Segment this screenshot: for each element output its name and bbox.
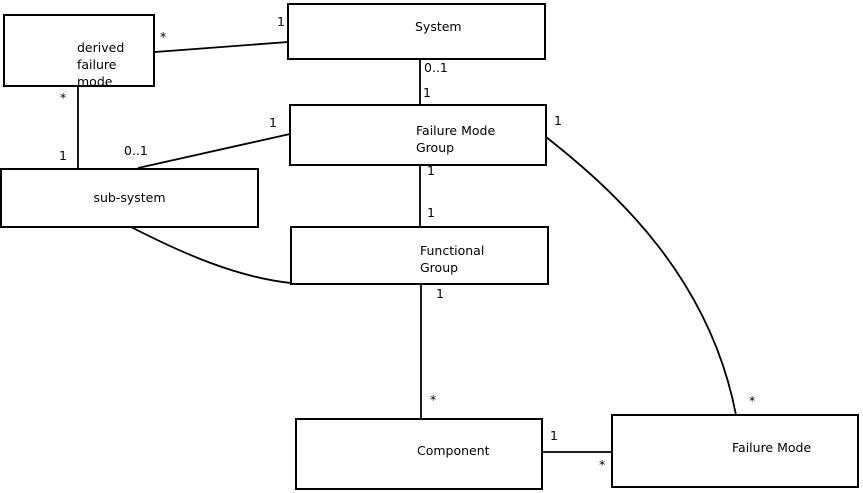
class-label-line: Group — [420, 260, 459, 275]
multiplicity-subsystem-fmg-one: 1 — [269, 115, 277, 130]
multiplicity-dfm-subsystem-one: 1 — [59, 148, 67, 163]
multiplicity-dfm-system-one: 1 — [277, 14, 285, 29]
multiplicity-fmg-fm-one: 1 — [554, 113, 562, 128]
class-box-system: System — [287, 3, 546, 60]
class-label: Failure Mode — [732, 440, 812, 455]
multiplicity-fmg-fg-one-bottom: 1 — [427, 205, 435, 220]
class-label: sub-system — [93, 190, 166, 205]
class-box-functional-group: Functional Group — [290, 226, 549, 285]
association-line-sub-system-failure-mode-group — [137, 133, 291, 169]
class-label-line: Group — [416, 140, 455, 155]
multiplicity-dfm-system-star: * — [160, 29, 167, 44]
class-label-line: Functional — [420, 243, 485, 258]
class-label-line: derived — [77, 40, 125, 55]
multiplicity-fmg-fg-one-top: 1 — [427, 163, 435, 178]
multiplicity-fg-component-star: * — [430, 392, 437, 407]
multiplicity-fmg-fm-star: * — [749, 393, 756, 408]
class-label: System — [415, 19, 462, 34]
multiplicity-component-fm-star: * — [599, 457, 606, 472]
class-box-failure-mode-group: Failure Mode Group — [289, 104, 547, 166]
class-label: Functional Group — [420, 242, 484, 276]
class-label: derived failure mode — [77, 39, 124, 90]
multiplicity-component-fm-one: 1 — [550, 428, 558, 443]
class-label-line: Failure Mode — [416, 123, 496, 138]
association-curve-failure-mode-group-failure-mode — [545, 136, 737, 416]
class-label-line: mode — [77, 74, 113, 89]
multiplicity-dfm-subsystem-star: * — [60, 90, 67, 105]
association-line-derived-failure-mode-system — [154, 41, 289, 53]
class-label-line: failure — [77, 57, 117, 72]
association-curve-sub-system-functional-group — [130, 226, 292, 284]
class-box-failure-mode: Failure Mode — [611, 414, 859, 488]
multiplicity-fg-component-one: 1 — [436, 286, 444, 301]
multiplicity-system-fmg-one: 1 — [423, 85, 431, 100]
class-box-component: Component — [295, 418, 543, 490]
class-box-sub-system: sub-system — [0, 168, 259, 228]
multiplicity-system-fmg-zero-one: 0..1 — [424, 60, 448, 75]
class-label: Failure Mode Group — [416, 122, 495, 156]
class-label: Component — [417, 443, 490, 458]
class-box-derived-failure-mode: derived failure mode — [3, 14, 155, 90]
multiplicity-subsystem-fmg-zero-one: 0..1 — [124, 143, 148, 158]
